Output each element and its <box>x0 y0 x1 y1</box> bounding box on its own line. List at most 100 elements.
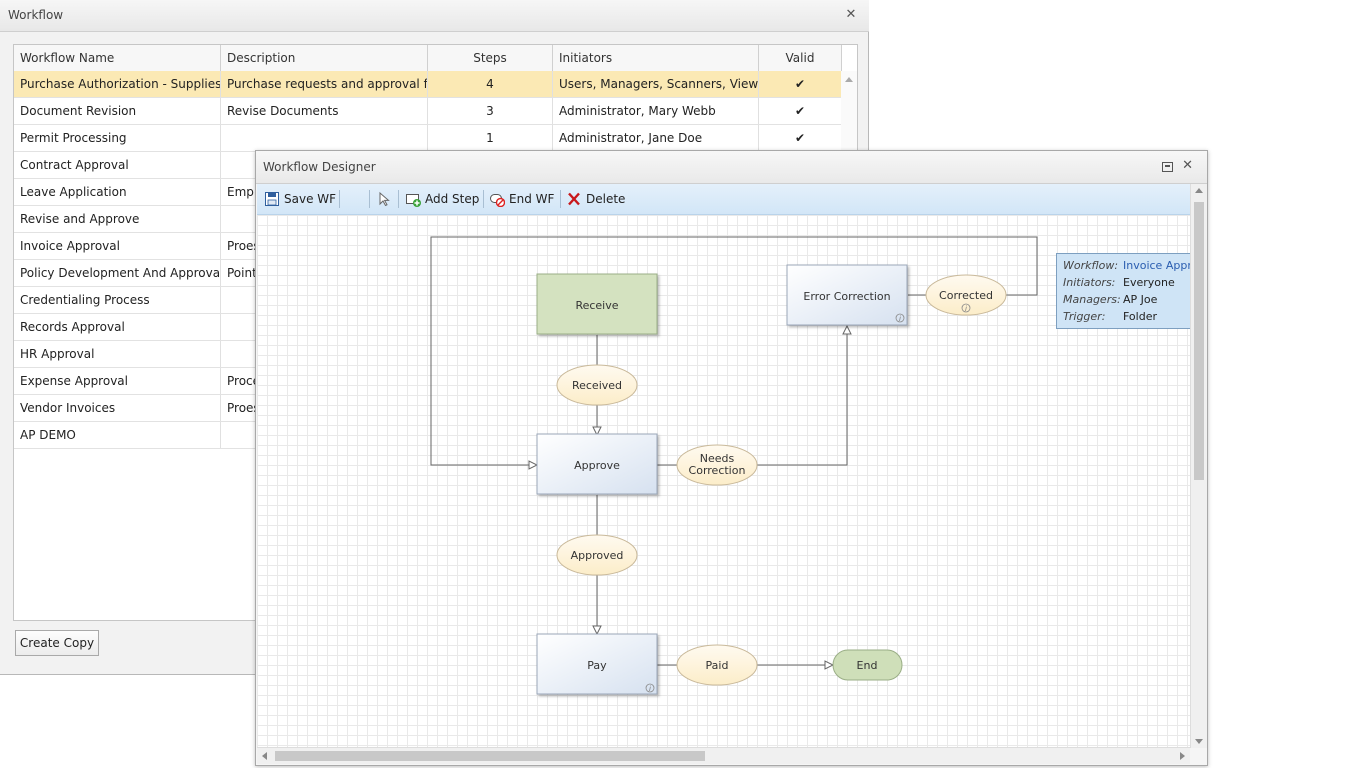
info-trigger-value: Folder <box>1123 310 1157 323</box>
cell-description <box>221 125 428 151</box>
save-icon <box>264 191 280 207</box>
info-managers-value: AP Joe <box>1123 293 1158 306</box>
step-approve[interactable]: Approve <box>536 433 658 495</box>
action-needs-correction[interactable]: Needs Correction <box>676 444 758 486</box>
cell-name: Credentialing Process <box>14 287 221 313</box>
designer-toolbar: Save WF Add Step End WF Delete <box>257 184 1190 215</box>
action-approved[interactable]: Approved <box>556 534 638 576</box>
cell-name: Document Revision <box>14 98 221 124</box>
info-trigger-label: Trigger: <box>1063 310 1106 323</box>
column-header-initiators[interactable]: Initiators <box>553 45 759 71</box>
step-end-label: End <box>857 659 878 672</box>
step-receive-label: Receive <box>575 299 618 312</box>
workflow-diagram: Receive Approve Pay i Error Correction <box>430 236 1038 695</box>
action-received[interactable]: Received <box>556 364 638 406</box>
pointer-tool-button[interactable] <box>376 188 396 210</box>
info-icon[interactable]: i <box>645 683 655 693</box>
end-wf-button[interactable]: End WF <box>489 188 554 210</box>
svg-text:i: i <box>965 305 967 313</box>
add-step-button[interactable]: Add Step <box>405 188 479 210</box>
cell-name: Invoice Approval <box>14 233 221 259</box>
scroll-right-arrow-icon[interactable] <box>1180 752 1185 760</box>
save-wf-button[interactable]: Save WF <box>264 188 336 210</box>
step-error-correction-label: Error Correction <box>803 290 890 303</box>
action-paid[interactable]: Paid <box>676 644 758 686</box>
column-header-steps[interactable]: Steps <box>428 45 553 71</box>
scroll-up-arrow-icon[interactable] <box>845 77 853 82</box>
toolbar-separator <box>339 190 340 208</box>
info-workflow-value[interactable]: Invoice Approval <box>1123 259 1190 272</box>
scroll-down-arrow-icon[interactable] <box>1195 739 1203 744</box>
connector-corrected-approve <box>430 236 1038 466</box>
cell-name: Policy Development And Approval <box>14 260 221 286</box>
cell-name: Permit Processing <box>14 125 221 151</box>
cell-name: AP DEMO <box>14 422 221 448</box>
scroll-up-arrow-icon[interactable] <box>1195 188 1203 193</box>
delete-icon <box>566 191 582 207</box>
save-wf-label: Save WF <box>284 192 337 206</box>
cell-initiators: Administrator, Mary Webb <box>553 98 759 124</box>
action-received-label: Received <box>572 379 622 392</box>
cell-name: Records Approval <box>14 314 221 340</box>
workflow-titlebar: Workflow ✕ <box>0 0 869 32</box>
info-initiators-value: Everyone <box>1123 276 1175 289</box>
cell-valid: ✔ <box>759 98 842 124</box>
info-row-managers: Managers:AP Joe <box>1063 292 1157 308</box>
connector-needs-correction-error <box>757 329 848 466</box>
horizontal-scroll-thumb[interactable] <box>275 751 705 761</box>
vertical-scrollbar[interactable] <box>1190 184 1207 748</box>
designer-title: Workflow Designer <box>263 160 376 174</box>
step-receive[interactable]: Receive <box>536 273 658 335</box>
cell-initiators: Users, Managers, Scanners, Viewers <box>553 71 759 97</box>
close-icon[interactable]: ✕ <box>845 7 857 22</box>
info-row-workflow: Workflow:Invoice Approval <box>1063 258 1190 274</box>
close-icon[interactable]: ✕ <box>1182 158 1193 173</box>
action-corrected[interactable]: Corrected i <box>925 274 1007 316</box>
info-row-initiators: Initiators:Everyone <box>1063 275 1175 291</box>
arrow-down-icon <box>592 426 602 437</box>
horizontal-scrollbar[interactable] <box>257 747 1190 764</box>
create-copy-button[interactable]: Create Copy <box>15 630 99 656</box>
connector-lines <box>430 236 1038 666</box>
workflow-info-box: Workflow:Invoice Approval Initiators:Eve… <box>1056 253 1190 329</box>
vertical-scroll-thumb[interactable] <box>1194 202 1204 480</box>
designer-canvas[interactable]: Receive Approve Pay i Error Correction <box>257 215 1190 748</box>
cell-valid: ✔ <box>759 71 842 97</box>
info-managers-label: Managers: <box>1063 293 1121 306</box>
arrow-up-icon <box>842 324 852 335</box>
table-header: Workflow Name Description Steps Initiato… <box>14 45 842 72</box>
cell-steps: 4 <box>428 71 553 97</box>
delete-button[interactable]: Delete <box>566 188 625 210</box>
column-header-description[interactable]: Description <box>221 45 428 71</box>
info-icon[interactable]: i <box>961 303 971 313</box>
table-row[interactable]: Purchase Authorization - Supplies &Purch… <box>14 71 842 98</box>
step-pay[interactable]: Pay i <box>536 633 658 695</box>
cell-name: Purchase Authorization - Supplies & <box>14 71 221 97</box>
cell-valid: ✔ <box>759 125 842 151</box>
end-wf-icon <box>489 191 506 207</box>
end-wf-label: End WF <box>509 192 555 206</box>
workflow-window-title: Workflow <box>8 8 64 22</box>
add-step-icon <box>405 191 421 207</box>
step-end[interactable]: End <box>832 649 903 681</box>
cell-initiators: Administrator, Jane Doe <box>553 125 759 151</box>
pointer-icon <box>376 191 392 207</box>
step-pay-label: Pay <box>587 659 607 672</box>
cell-name: HR Approval <box>14 341 221 367</box>
column-header-valid[interactable]: Valid <box>759 45 842 71</box>
column-header-workflow-name[interactable]: Workflow Name <box>14 45 221 71</box>
step-error-correction[interactable]: Error Correction i <box>786 264 908 326</box>
cell-steps: 3 <box>428 98 553 124</box>
restore-window-icon[interactable] <box>1162 162 1173 172</box>
svg-text:i: i <box>899 315 901 323</box>
info-row-trigger: Trigger: Folder <box>1063 309 1157 325</box>
toolbar-separator <box>483 190 484 208</box>
action-paid-label: Paid <box>706 659 729 672</box>
info-icon[interactable]: i <box>895 313 905 323</box>
scroll-left-arrow-icon[interactable] <box>262 752 267 760</box>
arrowheads <box>528 324 852 670</box>
action-approved-label: Approved <box>571 549 624 562</box>
cell-name: Revise and Approve <box>14 206 221 232</box>
